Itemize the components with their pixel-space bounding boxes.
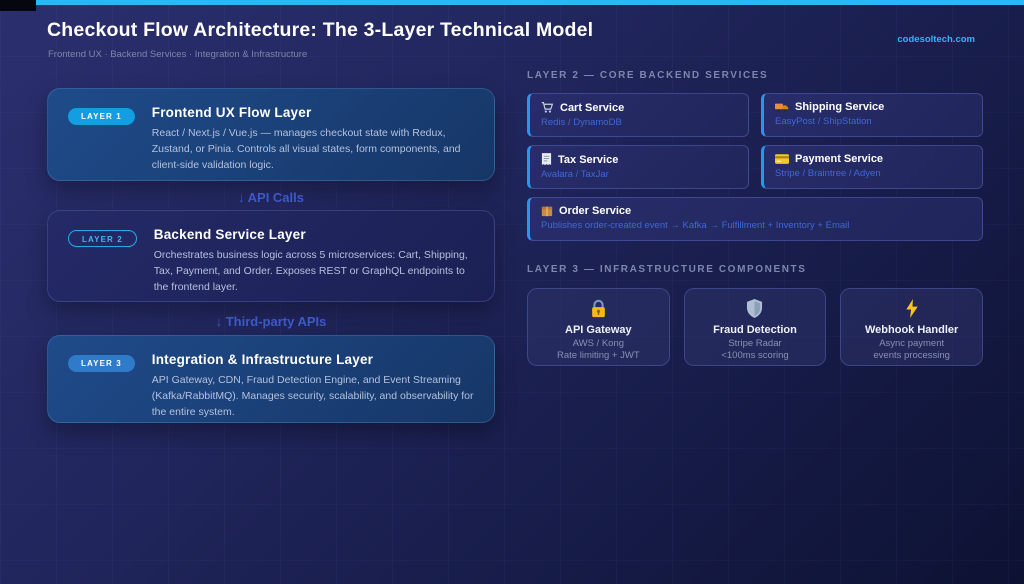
- layer1-badge: LAYER 1: [68, 108, 135, 125]
- layer2-badge: LAYER 2: [68, 230, 137, 247]
- fraud-detection-card: Fraud Detection Stripe Radar <100ms scor…: [683, 288, 827, 366]
- infrastructure-grid: API Gateway AWS / Kong Rate limiting + J…: [527, 288, 983, 366]
- receipt-icon: [541, 153, 552, 166]
- payment-service-subtitle: Stripe / Braintree / Adyen: [775, 168, 881, 179]
- layer3-badge: LAYER 3: [68, 355, 135, 372]
- backend-service-grid: Cart Service Redis / DynamoDB Shipping S…: [527, 93, 983, 241]
- layer2-title: Backend Service Layer: [153, 227, 306, 242]
- connector-third-party-apis: ↓ Third-party APIs: [215, 314, 327, 329]
- layer-stack-column: LAYER 1 Frontend UX Flow Layer React / N…: [47, 88, 495, 423]
- fraud-detection-line2: <100ms scoring: [721, 349, 789, 361]
- credit-card-icon: [775, 154, 789, 164]
- layer2-description: Orchestrates business logic across 5 mic…: [153, 249, 468, 293]
- api-gateway-line2: Rate limiting + JWT: [557, 349, 640, 361]
- webhook-handler-line2: events processing: [873, 349, 950, 361]
- tax-service-title: Tax Service: [558, 153, 619, 166]
- backend-section-heading: LAYER 2 — CORE BACKEND SERVICES: [527, 70, 769, 81]
- order-service-title: Order Service: [559, 205, 632, 217]
- layer3-title: Integration & Infrastructure Layer: [151, 352, 374, 367]
- shipping-service-card: Shipping Service EasyPost / ShipStation: [761, 93, 983, 137]
- fraud-detection-title: Fraud Detection: [713, 324, 797, 336]
- infrastructure-section-heading: LAYER 3 — INFRASTRUCTURE COMPONENTS: [527, 264, 807, 275]
- tax-service-card: Tax Service Avalara / TaxJar: [527, 145, 749, 189]
- order-service-card: Order Service Publishes order-created ev…: [527, 197, 983, 241]
- tax-service-subtitle: Avalara / TaxJar: [541, 169, 609, 180]
- layer1-card: LAYER 1 Frontend UX Flow Layer React / N…: [47, 88, 495, 181]
- services-column: LAYER 2 — CORE BACKEND SERVICES Cart Ser…: [527, 70, 983, 366]
- layer3-description: API Gateway, CDN, Fraud Detection Engine…: [151, 374, 474, 418]
- cart-service-card: Cart Service Redis / DynamoDB: [527, 93, 749, 137]
- page-subtitle: Frontend UX · Backend Services · Integra…: [48, 49, 308, 60]
- shield-icon: [685, 298, 826, 319]
- layer1-title: Frontend UX Flow Layer: [151, 105, 312, 120]
- top-left-notch: [0, 0, 36, 11]
- top-accent-bar: [0, 0, 1024, 5]
- layer1-description: React / Next.js / Vue.js — manages check…: [151, 127, 461, 171]
- webhook-handler-card: Webhook Handler Async payment events pro…: [840, 288, 983, 366]
- order-service-subtitle: Publishes order-created event → Kafka → …: [541, 220, 850, 231]
- webhook-handler-title: Webhook Handler: [865, 324, 959, 336]
- api-gateway-line1: AWS / Kong: [572, 338, 625, 349]
- shipping-service-title: Shipping Service: [795, 101, 885, 113]
- api-gateway-title: API Gateway: [565, 324, 632, 336]
- page-title: Checkout Flow Architecture: The 3-Layer …: [47, 19, 594, 41]
- layer2-card: LAYER 2 Backend Service Layer Orchestrat…: [47, 210, 495, 302]
- payment-service-card: Payment Service Stripe / Braintree / Ady…: [761, 145, 983, 189]
- fraud-detection-line1: Stripe Radar: [728, 338, 782, 349]
- website-link[interactable]: codesoltech.com: [897, 34, 975, 45]
- package-icon: [541, 205, 553, 217]
- api-gateway-card: API Gateway AWS / Kong Rate limiting + J…: [527, 288, 670, 366]
- lightning-bolt-icon: [841, 298, 982, 319]
- delivery-truck-icon: [775, 102, 789, 113]
- shipping-service-subtitle: EasyPost / ShipStation: [775, 116, 872, 127]
- cart-service-title: Cart Service: [560, 101, 625, 114]
- lock-and-key-icon: [528, 298, 669, 319]
- connector-api-calls: ↓ API Calls: [238, 190, 304, 205]
- payment-service-title: Payment Service: [795, 153, 884, 165]
- webhook-handler-line1: Async payment: [879, 338, 945, 349]
- cart-service-subtitle: Redis / DynamoDB: [541, 117, 622, 128]
- shopping-cart-icon: [541, 101, 554, 114]
- layer3-card: LAYER 3 Integration & Infrastructure Lay…: [47, 335, 495, 423]
